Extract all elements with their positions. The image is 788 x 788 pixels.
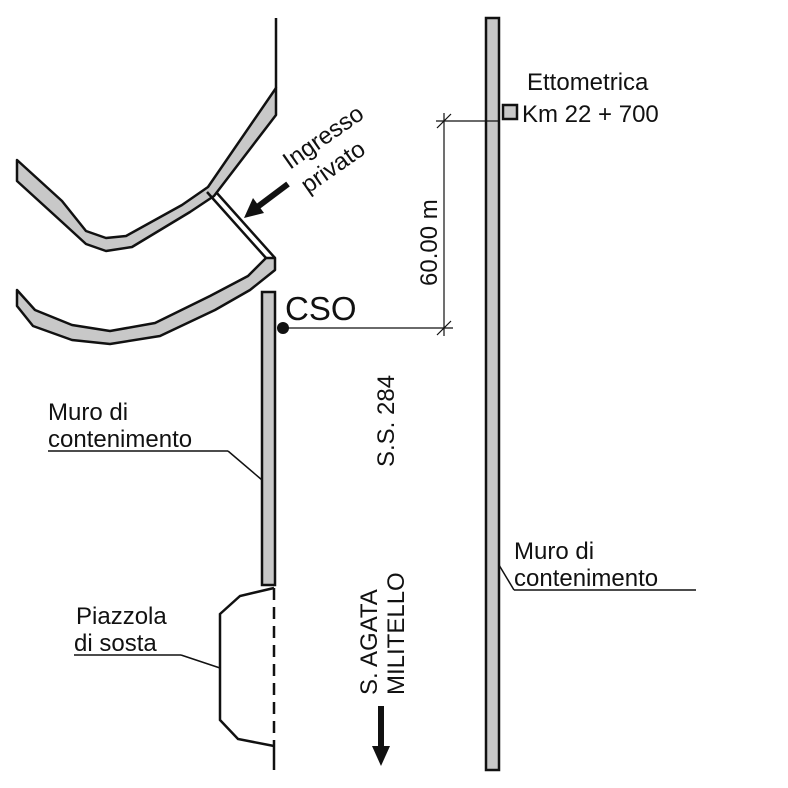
road-name-label: S.S. 284	[373, 375, 400, 467]
direction-arrow-icon	[372, 746, 390, 766]
muro-left-line2: contenimento	[48, 426, 192, 453]
piazzola-line2: di sosta	[74, 630, 157, 657]
km-label: Km 22 + 700	[522, 101, 659, 128]
dimension-tick-top	[436, 113, 452, 129]
private-entrance-gate-a	[206, 191, 267, 259]
direction-line1: S. AGATA	[356, 589, 383, 695]
distance-label: 60.00 m	[416, 199, 443, 286]
upper-side-road-wall	[15, 86, 278, 253]
lower-side-road-wall	[15, 256, 277, 346]
direction-line2: MILITELLO	[383, 572, 410, 695]
leader-muro-right	[498, 564, 515, 591]
muro-left-line1: Muro di	[48, 399, 128, 426]
dimension-tick-bottom	[436, 320, 452, 336]
layby-outline	[218, 586, 275, 748]
private-entrance-arrow-shaft	[254, 181, 290, 211]
left-retaining-wall	[260, 290, 277, 587]
leader-piazzola	[180, 654, 221, 669]
private-entrance-arrow-icon	[244, 198, 264, 218]
cso-label: CSO	[285, 290, 357, 327]
leader-muro-left	[227, 450, 263, 481]
private-entrance-gate-b	[215, 191, 276, 259]
muro-right-line1: Muro di	[514, 538, 594, 565]
piazzola-line1: Piazzola	[76, 603, 167, 630]
muro-right-line2: contenimento	[514, 565, 658, 592]
right-retaining-wall	[484, 16, 501, 772]
cso-point	[277, 322, 289, 334]
hectometre-marker	[501, 103, 519, 121]
ettometrica-label: Ettometrica	[527, 69, 649, 96]
